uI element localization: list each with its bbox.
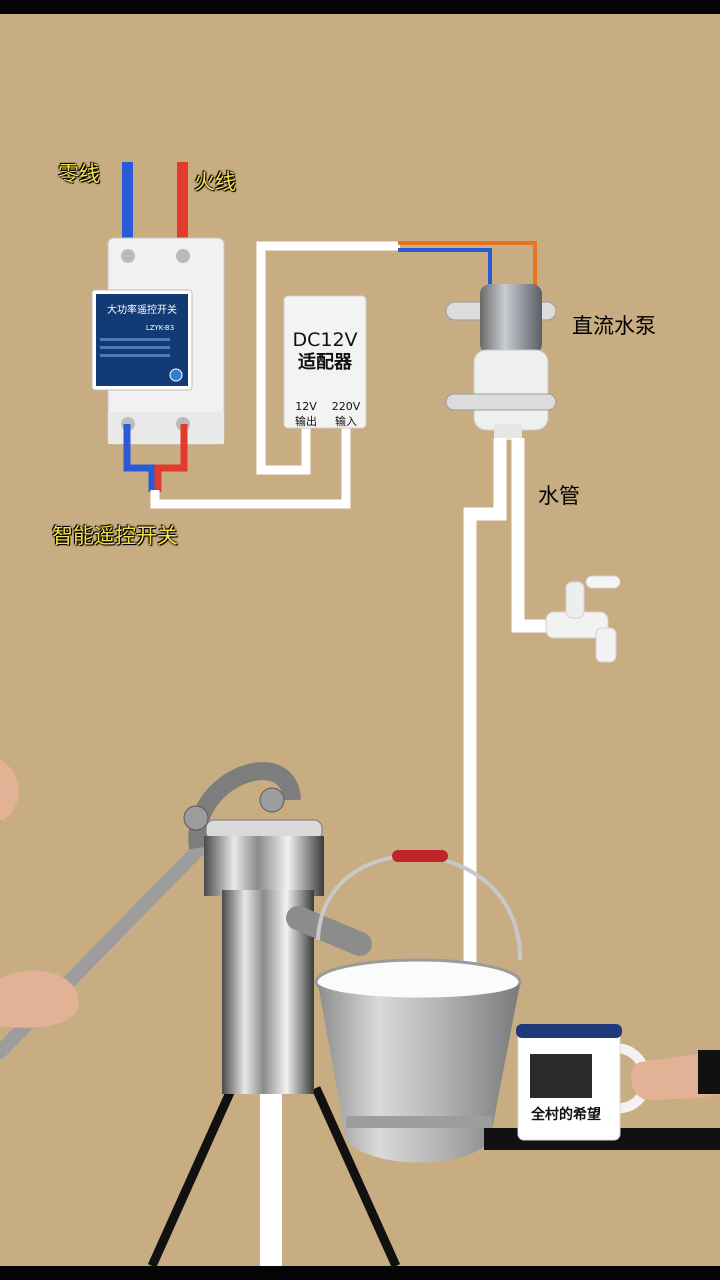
dc-cable-to-pump	[256, 241, 400, 475]
top-black-bar	[0, 0, 720, 14]
switch-model-text: LZYK-B3	[146, 324, 174, 332]
remote-switch-device: 大功率遥控开关 LZYK-B3	[91, 237, 225, 445]
adapter-out-label: 输出	[295, 414, 317, 428]
label-remote-switch: 智能遥控开关	[52, 524, 178, 548]
hand-on-lever	[0, 970, 79, 1028]
live-wire-in	[177, 162, 188, 250]
label-neutral-wire: 零线	[58, 162, 100, 186]
adapter-in-voltage: 220V	[332, 400, 361, 413]
hand-holding-mug	[630, 1052, 720, 1100]
neutral-wire-in	[122, 162, 133, 250]
sleeve-right	[698, 1050, 720, 1094]
pump-orange-lead	[398, 241, 537, 296]
switch-title-text: 大功率遥控开关	[107, 303, 177, 316]
hand-left-top	[0, 760, 19, 820]
switch-out-red-wire	[154, 424, 188, 492]
mug-text: 全村的希望	[530, 1106, 601, 1123]
adapter-in-label: 输入	[335, 414, 357, 428]
faucet	[545, 575, 621, 663]
label-dc-pump: 直流水泵	[572, 314, 656, 338]
pump-blue-lead	[398, 248, 492, 296]
label-water-hose: 水管	[538, 484, 580, 508]
adapter-subtitle-text: 适配器	[298, 352, 353, 373]
bottom-black-bar	[0, 1266, 720, 1280]
hand-pump-stand	[147, 1086, 401, 1268]
ac-cable-to-adapter	[150, 426, 351, 509]
dc12v-adapter: DC12V 适配器 12V 输出 220V 输入	[283, 295, 367, 429]
dc-water-pump	[445, 284, 557, 440]
hose-to-bucket	[463, 438, 507, 990]
adapter-out-voltage: 12V	[295, 400, 317, 413]
metal-bucket	[314, 850, 523, 1163]
switch-out-blue-wire	[123, 424, 156, 492]
hose-to-faucet	[511, 438, 548, 633]
enamel-mug: 全村的希望	[516, 1024, 651, 1141]
label-live-wire: 火线	[194, 170, 236, 194]
adapter-name-text: DC12V	[292, 329, 357, 351]
